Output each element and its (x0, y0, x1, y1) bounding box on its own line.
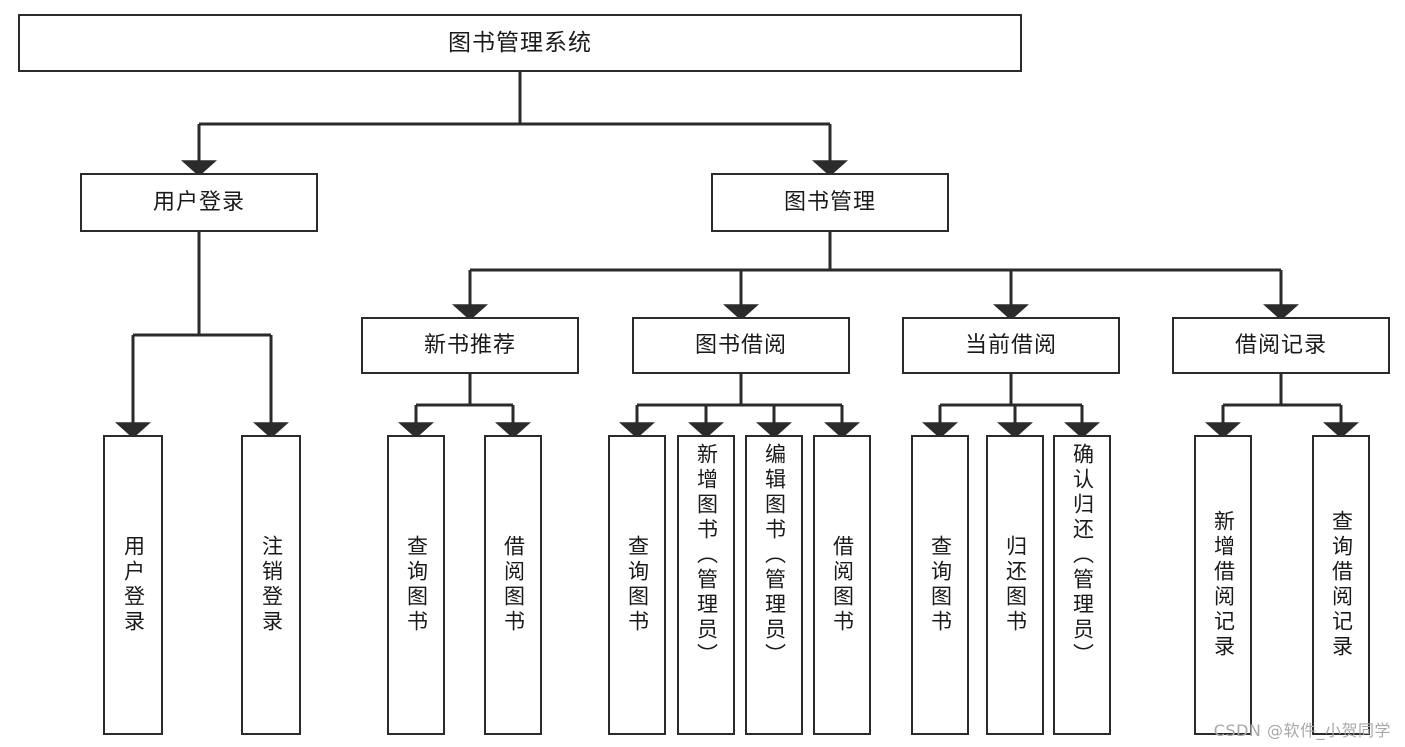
node-new-book-recommend-label: 新书推荐 (423, 332, 516, 358)
node-leaf-edit-book-admin-label: 编辑图书（管理员） (762, 443, 787, 668)
node-root-label: 图书管理系统 (448, 29, 592, 56)
node-book-manage-label: 图书管理 (783, 189, 876, 215)
node-book-manage[interactable]: 图书管理 (711, 173, 949, 232)
node-leaf-query-book-borrow[interactable]: 查询图书 (608, 435, 666, 735)
node-leaf-add-borrow-record[interactable]: 新增借阅记录 (1194, 435, 1252, 735)
node-user-login-label: 用户登录 (152, 189, 245, 215)
node-borrow-record[interactable]: 借阅记录 (1172, 317, 1390, 374)
node-book-borrow-label: 图书借阅 (694, 332, 787, 358)
node-leaf-query-book-recommend[interactable]: 查询图书 (387, 435, 445, 735)
node-leaf-return-book-label: 归还图书 (1003, 535, 1028, 635)
node-leaf-borrow-book-recommend-label: 借阅图书 (501, 535, 526, 635)
node-current-borrow[interactable]: 当前借阅 (902, 317, 1120, 374)
node-root-system[interactable]: 图书管理系统 (18, 14, 1022, 72)
node-leaf-confirm-return-admin[interactable]: 确认归还（管理员） (1053, 435, 1111, 735)
node-leaf-query-book-current[interactable]: 查询图书 (911, 435, 969, 735)
node-leaf-add-book-admin-label: 新增图书（管理员） (694, 443, 719, 668)
node-leaf-user-logout[interactable]: 注销登录 (241, 435, 301, 735)
node-current-borrow-label: 当前借阅 (964, 332, 1057, 358)
csdn-watermark: CSDN @软件_小贺同学 (1213, 721, 1391, 740)
node-leaf-borrow-book-recommend[interactable]: 借阅图书 (484, 435, 542, 735)
node-borrow-record-label: 借阅记录 (1234, 332, 1327, 358)
node-new-book-recommend[interactable]: 新书推荐 (361, 317, 579, 374)
node-leaf-user-login-label: 用户登录 (121, 535, 146, 635)
node-book-borrow[interactable]: 图书借阅 (632, 317, 850, 374)
node-leaf-confirm-return-admin-label: 确认归还（管理员） (1070, 443, 1095, 668)
node-leaf-user-login[interactable]: 用户登录 (103, 435, 163, 735)
node-leaf-borrow-book-borrow[interactable]: 借阅图书 (813, 435, 871, 735)
node-leaf-query-book-current-label: 查询图书 (928, 535, 953, 635)
node-leaf-query-borrow-record-label: 查询借阅记录 (1329, 510, 1354, 660)
node-user-login[interactable]: 用户登录 (80, 173, 318, 232)
node-leaf-edit-book-admin[interactable]: 编辑图书（管理员） (745, 435, 803, 735)
node-leaf-query-book-recommend-label: 查询图书 (404, 535, 429, 635)
node-leaf-query-borrow-record[interactable]: 查询借阅记录 (1312, 435, 1370, 735)
node-leaf-query-book-borrow-label: 查询图书 (625, 535, 650, 635)
node-leaf-add-borrow-record-label: 新增借阅记录 (1211, 510, 1236, 660)
node-leaf-user-logout-label: 注销登录 (259, 535, 284, 635)
node-leaf-return-book[interactable]: 归还图书 (986, 435, 1044, 735)
node-leaf-borrow-book-borrow-label: 借阅图书 (830, 535, 855, 635)
node-leaf-add-book-admin[interactable]: 新增图书（管理员） (677, 435, 735, 735)
